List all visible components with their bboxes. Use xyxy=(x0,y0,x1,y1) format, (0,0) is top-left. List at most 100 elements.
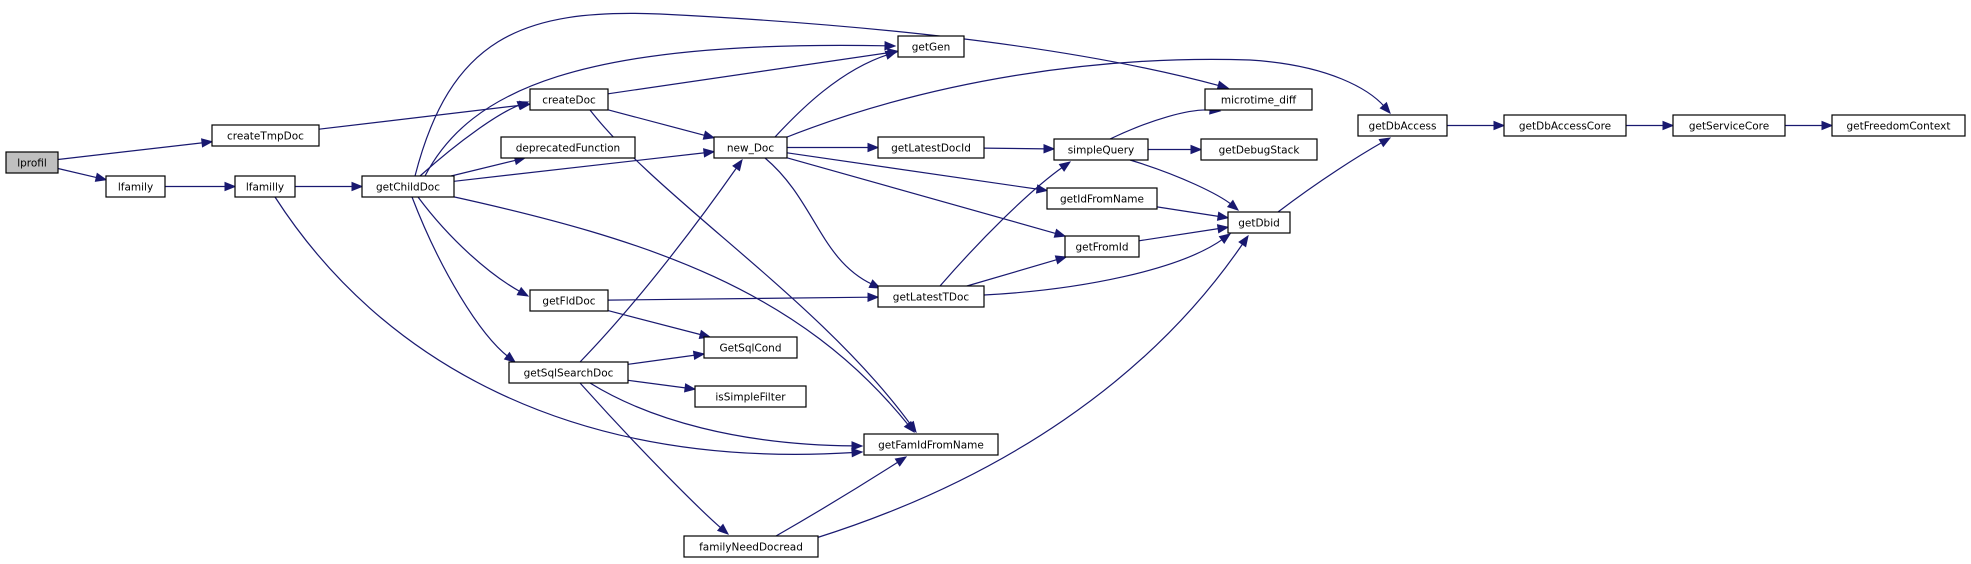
arrowhead-icon xyxy=(1054,255,1068,265)
node-getLatestTDoc[interactable]: getLatestTDoc xyxy=(877,285,985,308)
edge-line xyxy=(775,460,900,537)
node-getSqlSearchDoc[interactable]: getSqlSearchDoc xyxy=(508,361,629,384)
node-box xyxy=(1046,187,1158,210)
node-getGen[interactable]: getGen xyxy=(897,35,965,58)
edge-getServiceCore-to-getFreedomContext xyxy=(1785,120,1834,131)
node-new_Doc[interactable]: new_Doc xyxy=(713,136,788,159)
arrowhead-icon xyxy=(1378,137,1392,148)
edge-line xyxy=(424,44,888,177)
edge-new_Doc-to-getFromId xyxy=(786,157,1067,238)
node-getChildDoc[interactable]: getChildDoc xyxy=(361,175,455,198)
node-box xyxy=(1200,138,1318,161)
node-getIdFromName[interactable]: getIdFromName xyxy=(1046,187,1158,210)
node-label: getDbAccessCore xyxy=(1519,121,1611,133)
node-box xyxy=(863,433,999,456)
node-box xyxy=(529,88,609,111)
edge-getSqlSearchDoc-to-new_Doc xyxy=(579,158,743,363)
node-familyNeedDocread[interactable]: familyNeedDocread xyxy=(683,535,819,558)
node-box xyxy=(211,124,320,147)
arrowhead-icon xyxy=(201,138,214,148)
edge-line xyxy=(414,12,1221,177)
arrowhead-icon xyxy=(894,456,908,467)
edge-getChildDoc-to-new_Doc xyxy=(453,148,716,182)
arrowhead-icon xyxy=(1662,120,1675,131)
node-box xyxy=(1503,114,1627,137)
node-label: deprecatedFunction xyxy=(516,143,620,155)
edge-line xyxy=(417,196,522,293)
arrowhead-icon xyxy=(851,447,864,458)
node-box xyxy=(361,175,455,198)
arrowhead-icon xyxy=(1043,144,1056,154)
node-getDbAccess[interactable]: getDbAccess xyxy=(1357,114,1448,137)
edge-line xyxy=(815,242,1244,539)
edge-getSqlSearchDoc-to-getFamIdFromName xyxy=(589,382,864,451)
node-box xyxy=(1204,88,1313,111)
node-label: getIdFromName xyxy=(1060,194,1144,206)
arrowhead-icon xyxy=(351,181,364,192)
node-box xyxy=(877,285,985,308)
node-lprofil[interactable]: lprofil xyxy=(5,151,59,174)
arrowhead-icon xyxy=(1190,144,1203,155)
node-lfamily[interactable]: lfamily xyxy=(105,175,166,198)
node-createTmpDoc[interactable]: createTmpDoc xyxy=(211,124,320,147)
node-lfamilly[interactable]: lfamilly xyxy=(234,175,296,198)
edge-line xyxy=(781,58,1386,140)
edge-familyNeedDocread-to-getFamIdFromName xyxy=(775,456,908,537)
node-getDbid[interactable]: getDbid xyxy=(1227,211,1291,234)
edge-getLatestDocId-to-simpleQuery xyxy=(983,144,1056,154)
arrowhead-icon xyxy=(906,420,917,434)
node-getDebugStack[interactable]: getDebugStack xyxy=(1200,138,1318,161)
arrowhead-icon xyxy=(703,148,716,158)
node-deprecatedFunction[interactable]: deprecatedFunction xyxy=(500,136,636,159)
node-getFromId[interactable]: getFromId xyxy=(1064,235,1140,258)
edge-simpleQuery-to-getDbid xyxy=(1129,159,1240,211)
arrowhead-icon xyxy=(702,130,716,140)
edge-createDoc-to-new_Doc xyxy=(607,109,716,140)
edge-line xyxy=(57,167,99,179)
node-box xyxy=(529,289,609,312)
node-label: getFreedomContext xyxy=(1847,121,1951,133)
node-isSimpleFilter[interactable]: isSimpleFilter xyxy=(694,385,807,408)
edge-line xyxy=(57,142,205,161)
arrowhead-icon xyxy=(684,383,697,393)
node-getLatestDocId[interactable]: getLatestDocId xyxy=(877,136,985,159)
node-getServiceCore[interactable]: getServiceCore xyxy=(1672,114,1786,137)
edge-simpleQuery-to-microtime_diff xyxy=(1109,105,1222,140)
node-createDoc[interactable]: createDoc xyxy=(529,88,609,111)
edge-new_Doc-to-getGen xyxy=(774,50,898,138)
edge-getLatestTDoc-to-simpleQuery xyxy=(939,161,1072,287)
edge-createDoc-to-getGen xyxy=(607,48,900,95)
node-box xyxy=(683,535,819,558)
node-microtime_diff[interactable]: microtime_diff xyxy=(1204,88,1313,111)
edge-line xyxy=(627,379,688,389)
node-box xyxy=(234,175,296,198)
edge-line xyxy=(607,109,707,137)
arrowhead-icon xyxy=(1053,228,1067,238)
arrowhead-icon xyxy=(1218,233,1232,244)
edge-line xyxy=(627,354,697,365)
node-getDbAccessCore[interactable]: getDbAccessCore xyxy=(1503,114,1627,137)
arrowhead-icon xyxy=(1821,120,1834,131)
node-GetSqlCond[interactable]: GetSqlCond xyxy=(703,336,798,359)
edge-getSqlSearchDoc-to-GetSqlCond xyxy=(627,350,706,365)
node-getFldDoc[interactable]: getFldDoc xyxy=(529,289,609,312)
edge-line xyxy=(1109,109,1213,140)
node-getFreedomContext[interactable]: getFreedomContext xyxy=(1831,114,1966,137)
edge-getDbid-to-getDbAccess xyxy=(1277,137,1392,213)
arrowhead-icon xyxy=(868,279,882,289)
edge-line xyxy=(786,157,1058,235)
edge-line xyxy=(607,51,891,95)
node-label: getFromId xyxy=(1075,242,1128,254)
arrowhead-icon xyxy=(716,523,730,535)
node-label: getDbid xyxy=(1238,218,1280,230)
arrowhead-icon xyxy=(867,142,880,153)
node-getFamIdFromName[interactable]: getFamIdFromName xyxy=(863,433,999,456)
arrowhead-icon xyxy=(1035,184,1049,194)
arrowhead-icon xyxy=(1216,211,1230,221)
node-box xyxy=(105,175,166,198)
edge-line xyxy=(1156,206,1221,218)
edge-getChildDoc-to-getGen xyxy=(424,41,897,177)
node-simpleQuery[interactable]: simpleQuery xyxy=(1053,138,1149,161)
edge-lfamilly-to-getFamIdFromName xyxy=(274,196,864,458)
